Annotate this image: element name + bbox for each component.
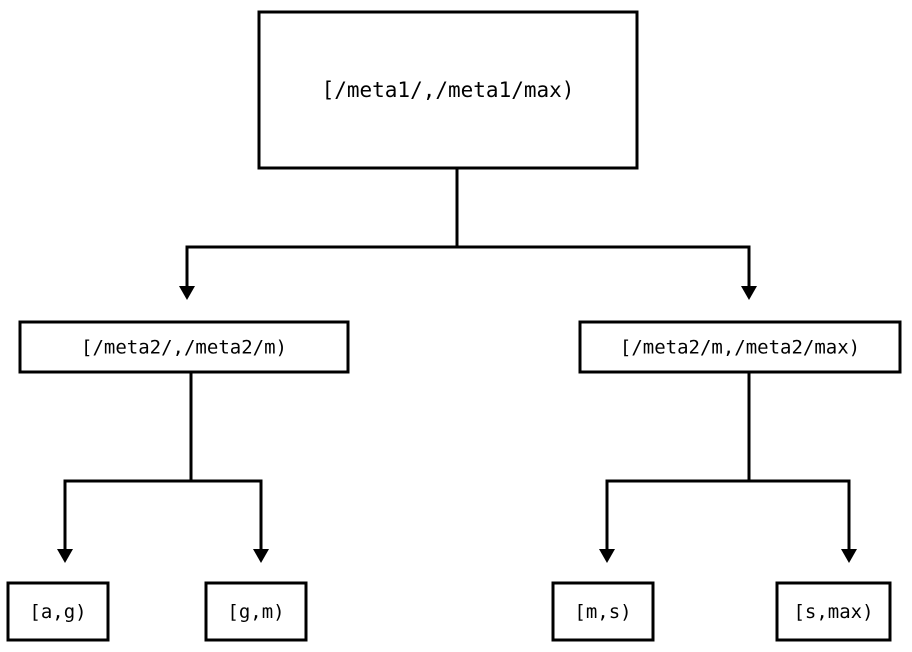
tree-edge bbox=[599, 372, 751, 563]
node-label: [s,max) bbox=[793, 601, 873, 623]
arrowhead-down-icon bbox=[599, 549, 615, 563]
arrowhead-down-icon bbox=[841, 549, 857, 563]
node-box bbox=[775, 581, 892, 642]
node-box bbox=[257, 10, 639, 170]
node-label: [/meta2/,/meta2/m) bbox=[81, 337, 287, 359]
node-box bbox=[6, 581, 110, 642]
node-label: [m,s) bbox=[574, 601, 631, 623]
tree-edge bbox=[455, 168, 757, 300]
edge-connector-line bbox=[189, 372, 263, 550]
edge-connector-line bbox=[185, 168, 459, 287]
arrowhead-down-icon bbox=[179, 286, 195, 300]
tree-node-leaf-gm[interactable]: [g,m) bbox=[204, 581, 308, 642]
edge-connector-line bbox=[605, 372, 751, 550]
node-label: [a,g) bbox=[29, 601, 86, 623]
tree-node-root[interactable]: [/meta1/,/meta1/max) bbox=[257, 10, 639, 170]
tree-node-leaf-smax[interactable]: [s,max) bbox=[775, 581, 892, 642]
tree-node-l2-right[interactable]: [/meta2/m,/meta2/max) bbox=[578, 320, 902, 374]
arrowhead-down-icon bbox=[741, 286, 757, 300]
tree-edge bbox=[57, 372, 193, 563]
tree-edge bbox=[179, 168, 459, 300]
tree-node-leaf-ms[interactable]: [m,s) bbox=[551, 581, 655, 642]
edge-connector-line bbox=[455, 168, 751, 287]
node-label: [/meta2/m,/meta2/max) bbox=[620, 337, 860, 359]
node-box bbox=[551, 581, 655, 642]
node-box bbox=[204, 581, 308, 642]
arrowhead-down-icon bbox=[57, 549, 73, 563]
node-box bbox=[18, 320, 350, 374]
arrowhead-down-icon bbox=[253, 549, 269, 563]
edges-layer bbox=[57, 168, 857, 563]
node-box bbox=[578, 320, 902, 374]
edge-connector-line bbox=[747, 372, 851, 550]
node-label: [g,m) bbox=[227, 601, 284, 623]
node-label: [/meta1/,/meta1/max) bbox=[322, 78, 575, 102]
tree-node-leaf-ag[interactable]: [a,g) bbox=[6, 581, 110, 642]
tree-edge bbox=[747, 372, 857, 563]
nodes-layer: [/meta1/,/meta1/max) [/meta2/,/meta2/m) [/… bbox=[6, 10, 902, 642]
tree-node-l2-left[interactable]: [/meta2/,/meta2/m) bbox=[18, 320, 350, 374]
tree-edge bbox=[189, 372, 269, 563]
edge-connector-line bbox=[63, 372, 193, 550]
